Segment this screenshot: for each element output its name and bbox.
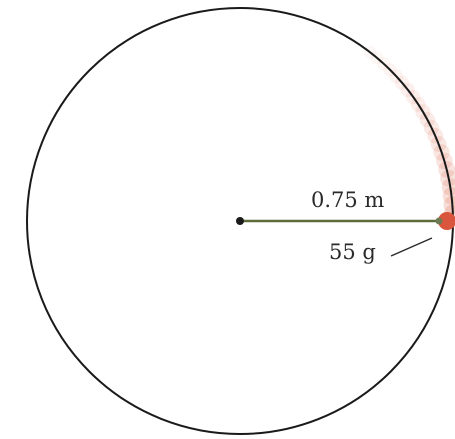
trail-ghost [440,169,455,187]
ball-icon [438,212,455,230]
center-point-icon [236,217,244,225]
mass-label: 55 g [329,240,376,264]
mass-leader-line [390,237,433,257]
radius-label: 0.75 m [311,188,384,212]
string-end-knot [435,217,443,225]
